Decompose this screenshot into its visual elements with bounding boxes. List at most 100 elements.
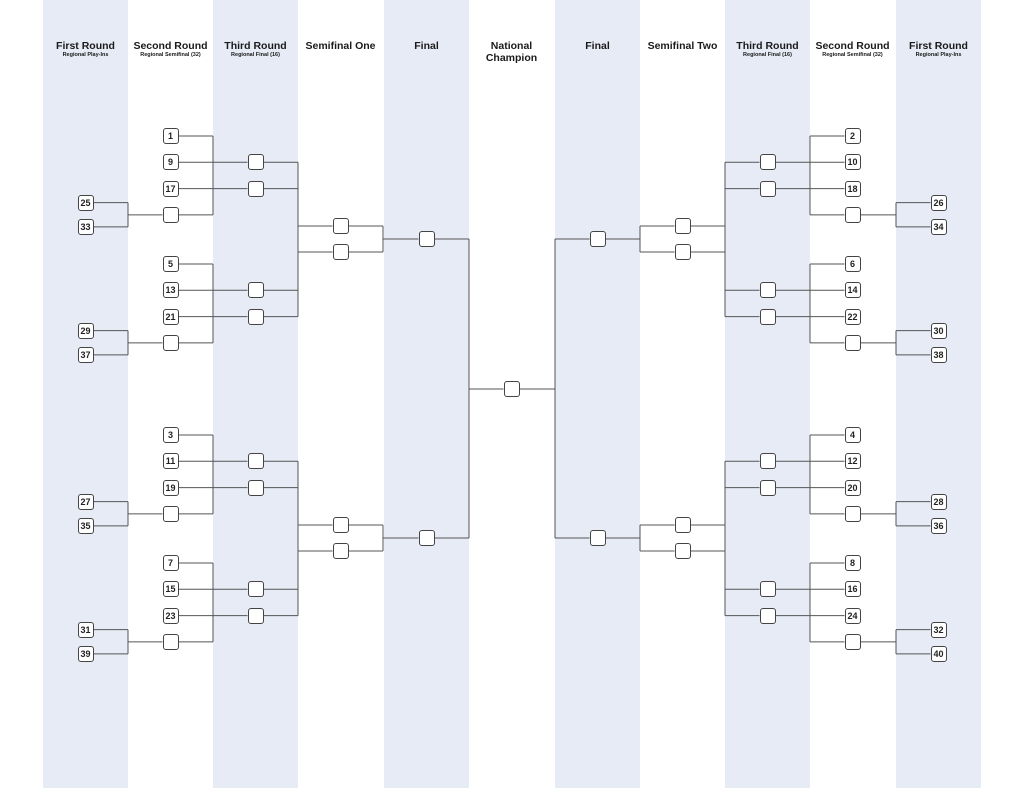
final-slot[interactable] [589, 530, 606, 546]
semifinal-slot[interactable] [332, 543, 349, 559]
seed-slot[interactable]: 4 [844, 427, 861, 443]
seed-slot[interactable]: 19 [162, 479, 179, 496]
play-in-seed-slot[interactable]: 40 [930, 645, 947, 662]
seed-slot[interactable]: 8 [844, 555, 861, 571]
seed-slot[interactable]: 7 [162, 555, 179, 571]
final-slot[interactable] [418, 231, 435, 247]
semifinal-slot[interactable] [332, 244, 349, 260]
column-band-4 [384, 0, 469, 788]
final-slot[interactable] [589, 231, 606, 247]
play-in-seed-slot[interactable]: 39 [77, 645, 94, 662]
third-round-slot[interactable] [247, 607, 264, 624]
seed-slot[interactable]: 21 [162, 308, 179, 325]
column-subtitle: Regional Play-Ins [915, 52, 962, 58]
play-in-winner-slot[interactable] [844, 505, 861, 522]
seed-slot[interactable]: 20 [844, 479, 861, 496]
semifinal-slot[interactable] [674, 244, 691, 260]
seed-slot[interactable]: 9 [162, 154, 179, 171]
play-in-winner-slot[interactable] [162, 633, 179, 650]
play-in-winner-slot[interactable] [844, 206, 861, 223]
semifinal-slot[interactable] [332, 218, 349, 234]
third-round-slot[interactable] [247, 154, 264, 171]
seed-slot[interactable]: 3 [162, 427, 179, 443]
seed-slot[interactable]: 2 [844, 128, 861, 144]
play-in-seed-slot[interactable]: 30 [930, 322, 947, 339]
seed-slot[interactable]: 16 [844, 581, 861, 598]
seed-slot[interactable]: 6 [844, 256, 861, 272]
third-round-slot[interactable] [759, 453, 776, 470]
play-in-winner-slot[interactable] [162, 505, 179, 522]
seed-slot[interactable]: 13 [162, 282, 179, 299]
column-title: Second Round [815, 40, 890, 52]
column-band-7 [640, 0, 725, 788]
column-header-4: Final [384, 40, 469, 52]
play-in-seed-slot[interactable]: 32 [930, 621, 947, 638]
seed-slot[interactable]: 10 [844, 154, 861, 171]
seed-slot[interactable]: 18 [844, 180, 861, 197]
seed-slot[interactable]: 1 [162, 128, 179, 144]
play-in-seed-slot[interactable]: 36 [930, 517, 947, 534]
play-in-winner-slot[interactable] [844, 633, 861, 650]
national-champion-slot[interactable] [503, 381, 520, 397]
column-subtitle: Regional Semifinal (32) [140, 52, 201, 58]
play-in-seed-slot[interactable]: 25 [77, 194, 94, 211]
third-round-slot[interactable] [247, 180, 264, 197]
column-band-8 [725, 0, 810, 788]
play-in-seed-slot[interactable]: 31 [77, 621, 94, 638]
play-in-seed-slot[interactable]: 27 [77, 493, 94, 510]
play-in-seed-slot[interactable]: 38 [930, 346, 947, 363]
semifinal-slot[interactable] [332, 517, 349, 533]
play-in-seed-slot[interactable]: 28 [930, 493, 947, 510]
third-round-slot[interactable] [759, 308, 776, 325]
play-in-seed-slot[interactable]: 26 [930, 194, 947, 211]
play-in-winner-slot[interactable] [162, 206, 179, 223]
third-round-slot[interactable] [247, 282, 264, 299]
seed-slot[interactable]: 5 [162, 256, 179, 272]
seed-slot[interactable]: 23 [162, 607, 179, 624]
third-round-slot[interactable] [759, 154, 776, 171]
column-title: Second Round [133, 40, 208, 52]
seed-slot[interactable]: 14 [844, 282, 861, 299]
column-title: Final [414, 40, 439, 52]
third-round-slot[interactable] [759, 581, 776, 598]
play-in-winner-slot[interactable] [844, 334, 861, 351]
play-in-seed-slot[interactable]: 33 [77, 218, 94, 235]
third-round-slot[interactable] [759, 479, 776, 496]
third-round-slot[interactable] [759, 180, 776, 197]
seed-slot[interactable]: 17 [162, 180, 179, 197]
third-round-slot[interactable] [759, 607, 776, 624]
column-band-6 [555, 0, 640, 788]
play-in-winner-slot[interactable] [162, 334, 179, 351]
column-header-3: Semifinal One [298, 40, 383, 52]
seed-slot[interactable]: 22 [844, 308, 861, 325]
play-in-seed-slot[interactable]: 37 [77, 346, 94, 363]
third-round-slot[interactable] [247, 581, 264, 598]
seed-slot[interactable]: 11 [162, 453, 179, 470]
play-in-seed-slot[interactable]: 29 [77, 322, 94, 339]
column-title: Third Round [224, 40, 287, 52]
seed-slot[interactable]: 12 [844, 453, 861, 470]
seed-slot[interactable]: 24 [844, 607, 861, 624]
semifinal-slot[interactable] [674, 218, 691, 234]
seed-slot[interactable]: 15 [162, 581, 179, 598]
column-title: Semifinal One [305, 40, 376, 52]
semifinal-slot[interactable] [674, 517, 691, 533]
play-in-seed-slot[interactable]: 35 [77, 517, 94, 534]
third-round-slot[interactable] [247, 453, 264, 470]
play-in-seed-slot[interactable]: 34 [930, 218, 947, 235]
column-subtitle: Regional Final (16) [743, 52, 792, 58]
column-header-5: National Champion [469, 40, 554, 64]
column-title: National Champion [485, 40, 538, 64]
semifinal-slot[interactable] [674, 543, 691, 559]
final-slot[interactable] [418, 530, 435, 546]
column-subtitle: Regional Play-Ins [62, 52, 109, 58]
third-round-slot[interactable] [759, 282, 776, 299]
column-header-6: Final [555, 40, 640, 52]
third-round-slot[interactable] [247, 308, 264, 325]
third-round-slot[interactable] [247, 479, 264, 496]
